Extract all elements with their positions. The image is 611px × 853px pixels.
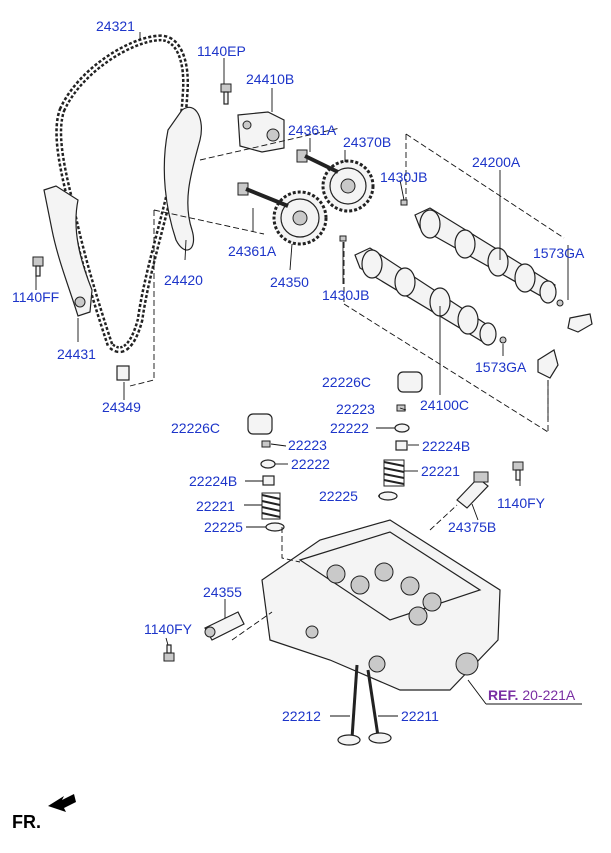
- tappet-22226C-right: [397, 371, 423, 393]
- camshaft-intake: [354, 247, 497, 346]
- label-22226C-left[interactable]: 22226C: [171, 420, 220, 436]
- reluctor-1573GA-upper: [556, 299, 593, 333]
- chain-guide: [163, 106, 202, 251]
- label-1140FY-right[interactable]: 1140FY: [497, 495, 546, 511]
- label-24361A-mid[interactable]: 24361A: [228, 243, 277, 259]
- seal-1430JB-upper: [400, 199, 408, 206]
- part-labels: 24321 1140EP 24410B 24361A 24370B 24200A…: [12, 18, 585, 832]
- label-22225-left[interactable]: 22225: [204, 519, 243, 535]
- bolt-1140FY-left: [163, 644, 175, 662]
- reluctor-1573GA-lower: [499, 336, 559, 379]
- tensioner-arm-pivot: [74, 296, 86, 308]
- label-1430JB-top[interactable]: 1430JB: [380, 169, 427, 185]
- reference-prefix: REF.: [488, 687, 518, 703]
- label-22224B-left[interactable]: 22224B: [189, 473, 237, 489]
- seal-22224B-left: [262, 475, 275, 486]
- label-24370B[interactable]: 24370B: [343, 134, 391, 150]
- label-22225-right[interactable]: 22225: [319, 488, 358, 504]
- retainer-22222-left: [260, 459, 276, 469]
- label-24431[interactable]: 24431: [57, 346, 96, 362]
- bolt-1140FF: [32, 256, 44, 277]
- label-24200A[interactable]: 24200A: [472, 154, 521, 170]
- bolt-24349: [116, 365, 130, 381]
- spring-22221-right: [383, 459, 405, 487]
- label-1573GA-bot[interactable]: 1573GA: [475, 359, 527, 375]
- label-24361A-top[interactable]: 24361A: [288, 122, 337, 138]
- front-arrow-icon: [48, 794, 76, 812]
- label-22226C-top[interactable]: 22226C: [322, 374, 371, 390]
- reference-link[interactable]: REF.20-221A: [488, 687, 576, 703]
- label-24100C[interactable]: 24100C: [420, 397, 469, 413]
- label-22222-left[interactable]: 22222: [291, 456, 330, 472]
- label-22223-top[interactable]: 22223: [336, 401, 375, 417]
- camshaft-exhaust: [414, 207, 557, 304]
- label-24321[interactable]: 24321: [96, 18, 135, 34]
- bolt-1140EP: [220, 83, 232, 105]
- label-22223-left[interactable]: 22223: [288, 437, 327, 453]
- leader-lines: [35, 32, 582, 717]
- bolt-24361A-upper: [296, 149, 339, 174]
- exhaust-valve-22211: [366, 669, 392, 744]
- label-24355[interactable]: 24355: [203, 584, 242, 600]
- alignment-lines: [129, 127, 565, 641]
- label-24410B[interactable]: 24410B: [246, 71, 294, 87]
- seal-1430JB-lower: [339, 235, 347, 242]
- spring-22221-left: [261, 492, 281, 520]
- label-22224B-right[interactable]: 22224B: [422, 438, 470, 454]
- seat-22225-left: [265, 522, 285, 532]
- chain-tensioner: [237, 111, 285, 153]
- label-24349[interactable]: 24349: [102, 399, 141, 415]
- label-1430JB-mid[interactable]: 1430JB: [322, 287, 369, 303]
- reference-number: 20-221A: [522, 687, 576, 703]
- label-22211[interactable]: 22211: [401, 708, 439, 724]
- label-1140FF[interactable]: 1140FF: [12, 289, 59, 305]
- retainer-22223-left: [261, 440, 271, 448]
- label-22222-top[interactable]: 22222: [330, 420, 369, 436]
- seat-22225-right: [378, 491, 398, 501]
- cam-sprocket-intake: [272, 190, 328, 246]
- label-1573GA-top[interactable]: 1573GA: [533, 245, 585, 261]
- label-24375B[interactable]: 24375B: [448, 519, 496, 535]
- cylinder-head: [261, 519, 501, 691]
- front-label: FR.: [12, 812, 41, 832]
- label-22221-right[interactable]: 22221: [421, 463, 460, 479]
- cam-sprocket-exhaust: [321, 159, 375, 213]
- intake-valve-22212: [337, 664, 361, 746]
- label-1140FY-left[interactable]: 1140FY: [144, 621, 193, 637]
- label-1140EP[interactable]: 1140EP: [197, 43, 246, 59]
- label-24420[interactable]: 24420: [164, 272, 203, 288]
- seal-22224B-right: [395, 440, 408, 451]
- label-24350[interactable]: 24350: [270, 274, 309, 290]
- bolt-24361A-lower: [237, 182, 289, 208]
- bolt-1140FY-right: [512, 461, 524, 481]
- oil-control-valve: [456, 471, 489, 509]
- cam-position-sensor: [204, 611, 245, 641]
- tensioner-arm: [43, 185, 93, 317]
- tappet-22226C-left: [247, 413, 273, 435]
- retainer-22222-right: [394, 423, 410, 433]
- label-22221-left[interactable]: 22221: [196, 498, 235, 514]
- label-22212[interactable]: 22212: [282, 708, 321, 724]
